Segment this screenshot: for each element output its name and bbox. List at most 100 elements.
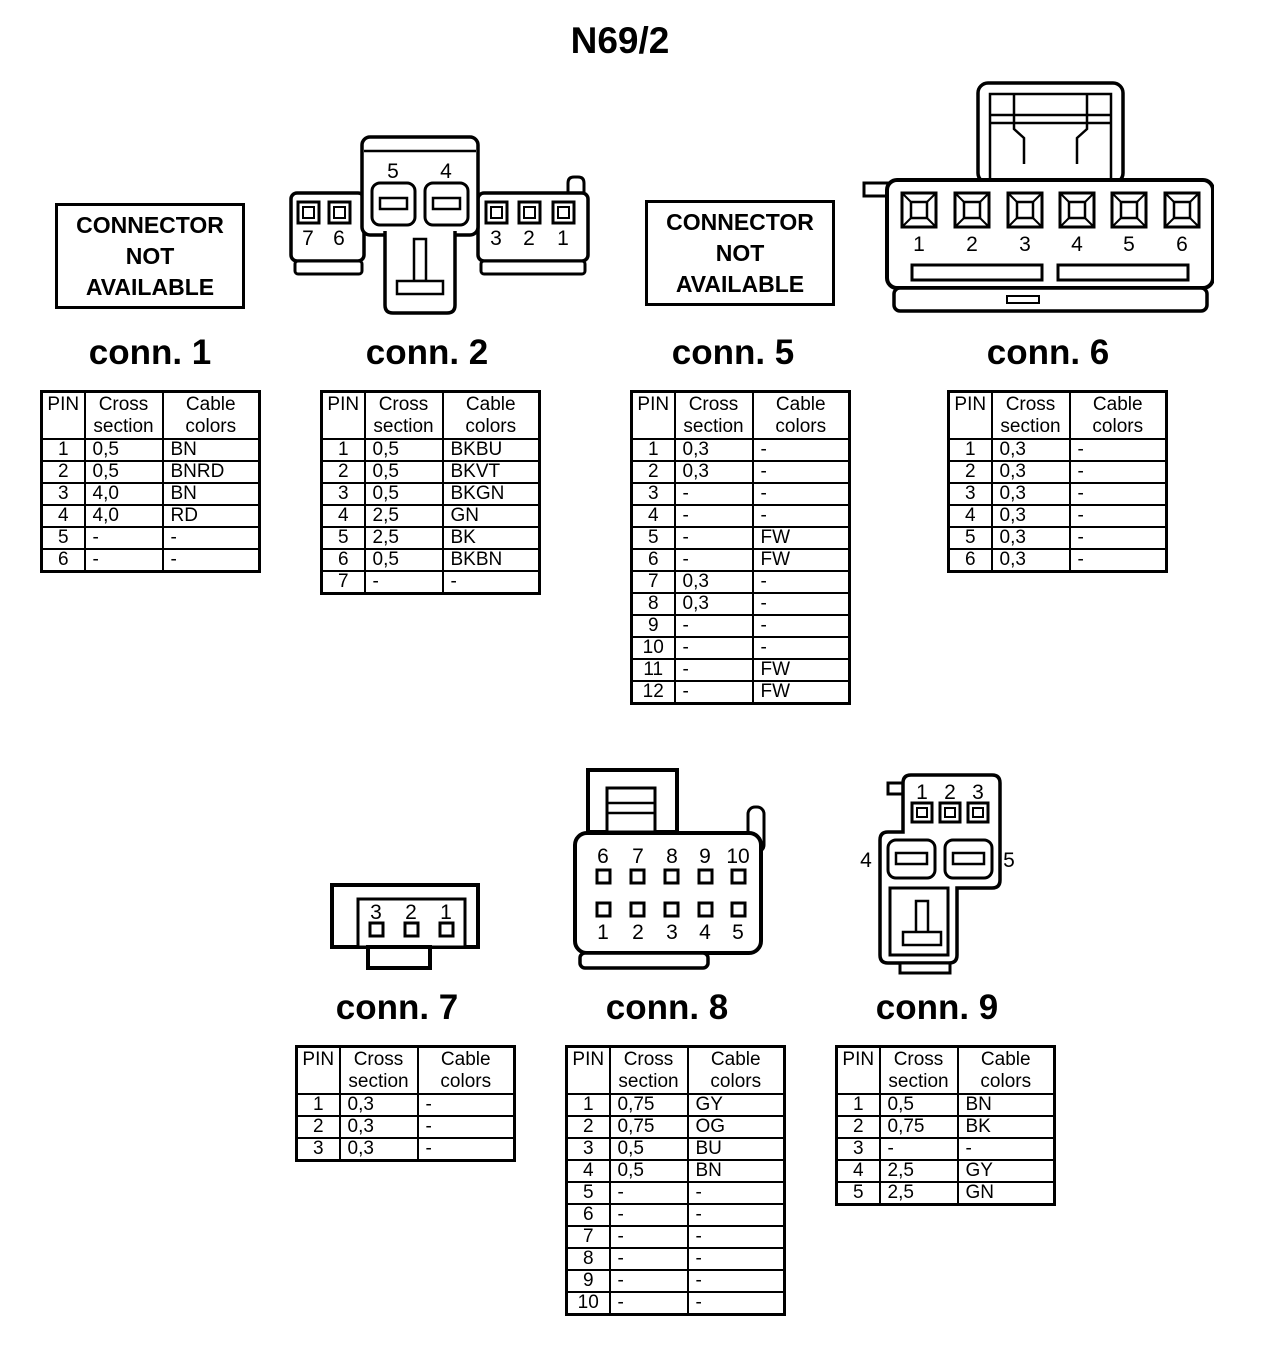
pin-table-cell: FW: [751, 680, 851, 705]
conn7-connector-drawing: 3 2 1: [330, 883, 480, 970]
pin-table-cell: 0,5: [83, 460, 164, 484]
conn7-pin-1: [438, 921, 455, 938]
pin-table-cell: 0,3: [673, 570, 754, 594]
pin-table-header-cell: Cable colors: [416, 1045, 516, 1095]
pin-table-cell: 9: [565, 1269, 611, 1293]
conn6-pin-6: [1163, 191, 1201, 229]
pin-table-cell: -: [161, 548, 261, 573]
pin-table-cell: -: [751, 636, 851, 660]
pin-table-row: 9--: [630, 614, 851, 638]
pin-table-header-cell: PIN: [565, 1045, 611, 1095]
pin-table-cell: -: [751, 504, 851, 528]
pin-table-cell: -: [1068, 460, 1168, 484]
conn8-pin-label-3: 3: [666, 921, 678, 944]
pin-table-cell: 2,5: [878, 1159, 959, 1183]
pin-table-cell: 0,3: [990, 548, 1071, 573]
pin-table-cell: -: [686, 1247, 786, 1271]
conn6-pin-5: [1110, 191, 1148, 229]
pin-table-cell: 0,3: [338, 1115, 419, 1139]
conn8-pin-6: [595, 868, 612, 885]
pin-table-header-cell: Cross section: [363, 390, 444, 440]
pin-table-cell: 2: [40, 460, 86, 484]
pin-table-cell: 0,3: [673, 592, 754, 616]
pin-table-header-cell: Cross section: [878, 1045, 959, 1095]
conn6-pin-4: [1058, 191, 1096, 229]
pin-table-cell: -: [673, 680, 754, 705]
conn6-pin-label-4: 4: [1071, 233, 1083, 256]
pin-table-cell: 0,5: [608, 1137, 689, 1161]
conn7-pin-2: [403, 921, 420, 938]
conn9-label: conn. 9: [875, 988, 999, 1027]
pin-table-header-cell: Cross section: [608, 1045, 689, 1095]
pin-table-cell: 0,5: [608, 1159, 689, 1183]
pin-table-header-cell: Cable colors: [1068, 390, 1168, 440]
pin-table-row: 5--: [40, 526, 261, 550]
pin-table-cell: -: [673, 636, 754, 660]
pin-table-cell: 12: [630, 680, 676, 705]
pin-table-row: 8--: [565, 1247, 786, 1271]
conn2-pin-label-7: 7: [302, 227, 314, 250]
pin-table-cell: GN: [956, 1181, 1056, 1206]
conn6-pin-label-2: 2: [966, 233, 978, 256]
pin-table-row: 4--: [630, 504, 851, 528]
pin-table-cell: 4: [40, 504, 86, 528]
pin-table-header-cell: Cross section: [673, 390, 754, 440]
pin-table-cell: 0,3: [338, 1093, 419, 1117]
pin-table-header-cell: Cross section: [990, 390, 1071, 440]
conn2-key: [412, 237, 428, 283]
conn6-connector-drawing: 1 2 3 4 5 6: [862, 81, 1214, 313]
pin-table-cell: BKVT: [441, 460, 541, 484]
pin-table-cell: -: [673, 526, 754, 550]
conn7-pin-label-2: 2: [405, 901, 417, 924]
pin-table-cell: 0,3: [338, 1137, 419, 1162]
pin-table-row: 9--: [565, 1269, 786, 1293]
pin-table-header-cell: PIN: [40, 390, 86, 440]
pin-table-cell: 0,5: [83, 438, 164, 462]
conn6-pin-label-3: 3: [1019, 233, 1031, 256]
conn7-pin-label-3: 3: [370, 901, 382, 924]
conn2-pin-label-3: 3: [490, 227, 502, 250]
pin-table-cell: -: [416, 1115, 516, 1139]
pin-table-row: 10--: [565, 1291, 786, 1316]
conn8-pin-label-1: 1: [597, 921, 609, 944]
pin-table-cell: -: [751, 438, 851, 462]
pin-table-cell: 4: [630, 504, 676, 528]
pin-table-row: 7--: [320, 570, 541, 595]
pin-table-row: 6--: [40, 548, 261, 573]
pin-table-cell: -: [416, 1093, 516, 1117]
pin-table-cell: 0,3: [990, 438, 1071, 462]
pin-table-row: 6--: [565, 1203, 786, 1227]
pin-table-cell: 2,5: [878, 1181, 959, 1206]
pin-table-cell: BN: [161, 482, 261, 506]
pin-table-cell: 7: [565, 1225, 611, 1249]
pin-table-cell: -: [608, 1181, 689, 1205]
pin-table-cell: -: [673, 658, 754, 682]
pin-table-header-cell: Cable colors: [441, 390, 541, 440]
pin-table-cell: -: [751, 614, 851, 638]
pin-table-cell: 6: [565, 1203, 611, 1227]
pin-table-row: 11-FW: [630, 658, 851, 682]
pin-table-cell: -: [686, 1291, 786, 1316]
pin-table-cell: GN: [441, 504, 541, 528]
pin-table-cell: -: [673, 504, 754, 528]
pin-table-cell: 0,75: [608, 1115, 689, 1139]
conn6-slot-left: [910, 263, 1044, 282]
